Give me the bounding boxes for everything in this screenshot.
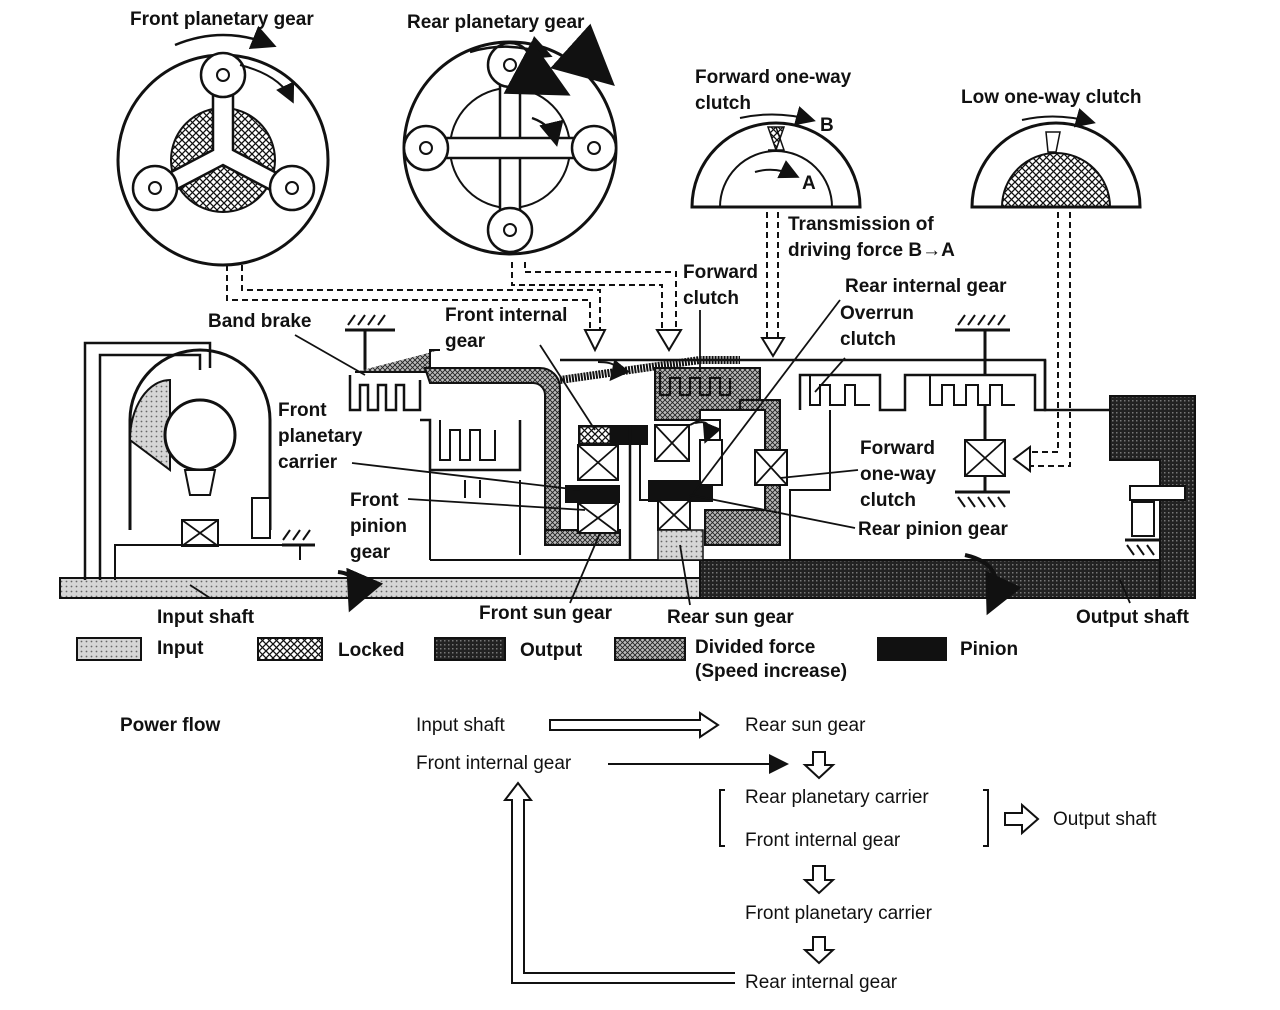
label-overrun-clutch: Overrun clutch [840,303,914,350]
transmission-cross-section [59,314,1196,616]
legend-swatch-output [434,637,506,661]
front-planetary-gear-figure [116,25,330,267]
label-front-planetary-carrier: Front planetary carrier [278,400,363,473]
legend-swatch-pinion [877,637,947,661]
label-front-internal-gear: Front internal gear [445,305,568,352]
label-band-brake: Band brake [208,311,312,332]
label-rear-planetary-gear: Rear planetary gear [407,12,585,33]
hollow-down-arrow-2 [802,865,836,895]
label-front-sun-gear: Front sun gear [479,603,613,624]
flow-input-shaft: Input shaft [416,715,505,736]
flow-rear-planetary-carrier: Rear planetary carrier [745,787,929,808]
label-front-pinion-gear: Front pinion gear [350,490,407,563]
power-flow-arrows [502,711,1040,984]
rear-planetary-gear-figure [402,23,618,256]
label-low-one-way-clutch: Low one-way clutch [961,87,1142,108]
power-flow-title: Power flow [120,715,221,736]
label-input-shaft: Input shaft [157,607,255,628]
label-front-planetary-gear: Front planetary gear [130,9,314,30]
legend-label-output: Output [520,640,583,661]
forward-one-way-clutch-figure [690,106,862,209]
dashed-connectors [226,212,1071,467]
hollow-arrow-input-to-rear-sun [549,711,720,739]
legend-swatches [76,637,947,661]
label-forward-one-way-clutch: Forward one-way clutch [860,438,937,511]
feedback-arrow [502,781,735,984]
flow-rear-sun-gear: Rear sun gear [745,715,866,736]
label-b: B [820,115,834,136]
legend-label-divided: Divided force (Speed increase) [695,637,848,682]
legend-swatch-input [76,637,142,661]
legend-swatch-divided [614,637,686,661]
label-transmission-line2: driving force B→A [788,240,955,261]
legend-label-pinion: Pinion [960,639,1019,660]
label-rear-pinion-gear: Rear pinion gear [858,519,1008,540]
flow-rear-internal-gear: Rear internal gear [745,972,898,993]
flow-front-internal-gear-1: Front internal gear [416,753,572,774]
legend-label-locked: Locked [338,640,405,661]
flow-output-shaft: Output shaft [1053,809,1157,830]
bracket-right [983,789,989,847]
label-rear-sun-gear: Rear sun gear [667,607,794,628]
label-rear-internal-gear: Rear internal gear [845,276,1007,297]
hollow-down-arrow-1 [802,751,836,780]
label-a: A [802,173,816,194]
label-forward-clutch: Forward clutch [683,262,758,309]
label-transmission-line1: Transmission of [788,214,934,235]
bracket-left [719,789,725,847]
low-one-way-clutch-figure [970,108,1142,209]
legend-label-input: Input [157,638,204,659]
label-output-shaft: Output shaft [1076,607,1189,628]
hollow-arrow-to-output [1004,802,1040,836]
legend-swatch-locked [257,637,323,661]
flow-front-internal-gear-2: Front internal gear [745,830,901,851]
flow-front-planetary-carrier: Front planetary carrier [745,903,932,924]
hollow-down-arrow-3 [802,936,836,965]
leader-lines [189,299,1131,606]
label-forward-one-way-clutch-top: Forward one-way clutch [695,67,852,114]
dashed-arrowheads [583,329,1031,473]
